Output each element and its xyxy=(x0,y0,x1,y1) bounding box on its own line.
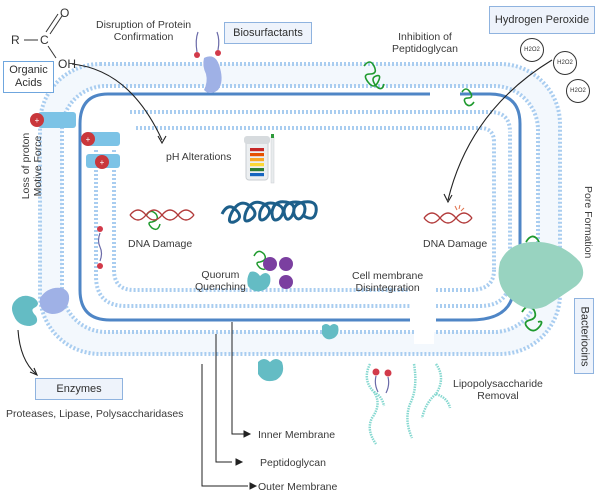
hydrogen-peroxide-box: Hydrogen Peroxide xyxy=(489,6,595,34)
h2o2-molecule-1: H2O2 xyxy=(520,38,544,62)
ph-band xyxy=(250,173,264,177)
legend-peptidoglycan: Peptidoglycan xyxy=(260,457,326,469)
formula-r: R xyxy=(11,33,20,47)
legend-outer-membrane: Outer Membrane xyxy=(258,481,338,493)
pore-formation-label: Pore Formation xyxy=(582,186,594,259)
membrane-gap xyxy=(414,284,434,344)
proton-channel-3: + xyxy=(86,154,120,169)
ph-band xyxy=(250,168,264,172)
green-coil-dna xyxy=(145,210,161,231)
green-coil-quorum xyxy=(253,250,269,271)
legend-leader-lines xyxy=(201,322,258,490)
outer-membrane xyxy=(38,62,562,356)
h2o2-molecule-2: H2O2 xyxy=(553,51,577,75)
quorum-quenching-label: Quorum Quenching xyxy=(195,269,246,293)
svg-text:+: + xyxy=(100,158,105,167)
organic-acids-box: Organic Acids xyxy=(3,61,54,93)
biosurfactant-protein xyxy=(194,31,222,93)
svg-text:+: + xyxy=(86,135,91,144)
carboxyl-bonds xyxy=(24,13,63,59)
biosurfactants-box: Biosurfactants xyxy=(224,22,312,44)
ph-test-container xyxy=(244,134,275,184)
chromosome-coil xyxy=(220,200,318,224)
formula-oh: OH xyxy=(58,57,76,71)
outer-enzyme xyxy=(258,359,284,382)
ph-alterations-label: pH Alterations xyxy=(166,151,232,163)
lps-lipids xyxy=(372,368,392,394)
dna-helix-left xyxy=(129,209,195,221)
lps-removal-label: Lipopolysaccharide Removal xyxy=(453,378,543,402)
enzyme-proteins xyxy=(12,287,70,326)
ph-band xyxy=(250,153,264,157)
ph-band xyxy=(250,158,264,162)
peptidoglycan-layer xyxy=(78,92,522,322)
dna-damage-right-label: DNA Damage xyxy=(423,238,488,250)
green-coil-top-2 xyxy=(461,88,475,107)
bacteriocin-protein xyxy=(498,241,584,309)
ph-band xyxy=(250,163,264,167)
dna-helix-right xyxy=(423,204,473,224)
loss-proton-label: Loss of proton Motive Force xyxy=(20,132,44,200)
formula-o: O xyxy=(60,6,70,20)
green-coil-top-1 xyxy=(363,61,385,90)
enzymes-box: Enzymes xyxy=(35,378,123,400)
lipopolysaccharide-chains xyxy=(365,363,452,445)
arrow-enzyme-to-box xyxy=(17,329,39,377)
disruption-label: Disruption of Protein Confirmation xyxy=(96,19,192,43)
lipid-molecule-left xyxy=(97,226,103,269)
cell-membrane-label: Cell membrane Disintegration xyxy=(352,270,424,294)
ph-band xyxy=(250,148,264,152)
bacteriocins-label: Bacteriocins xyxy=(578,306,591,366)
h2o2-molecule-3: H2O2 xyxy=(566,79,590,103)
proton-channel-2: + xyxy=(81,132,120,146)
legend-inner-membrane: Inner Membrane xyxy=(258,429,336,441)
arrow-organic-acid-to-ph xyxy=(71,63,167,145)
formula-c: C xyxy=(40,33,49,47)
bacteriocins-box: Bacteriocins xyxy=(574,298,594,374)
inhibition-label: Inhibition of Peptidoglycan xyxy=(392,31,458,55)
periplasm-enzyme xyxy=(322,324,339,340)
arrow-h2o2-to-dna xyxy=(443,59,553,204)
svg-text:+: + xyxy=(35,116,40,125)
enzymes-description: Proteases, Lipase, Polysaccharidases xyxy=(6,408,184,420)
quorum-quenching-molecules xyxy=(247,257,293,292)
proton-channel-1: + xyxy=(30,112,76,128)
dna-damage-left-label: DNA Damage xyxy=(128,238,193,250)
